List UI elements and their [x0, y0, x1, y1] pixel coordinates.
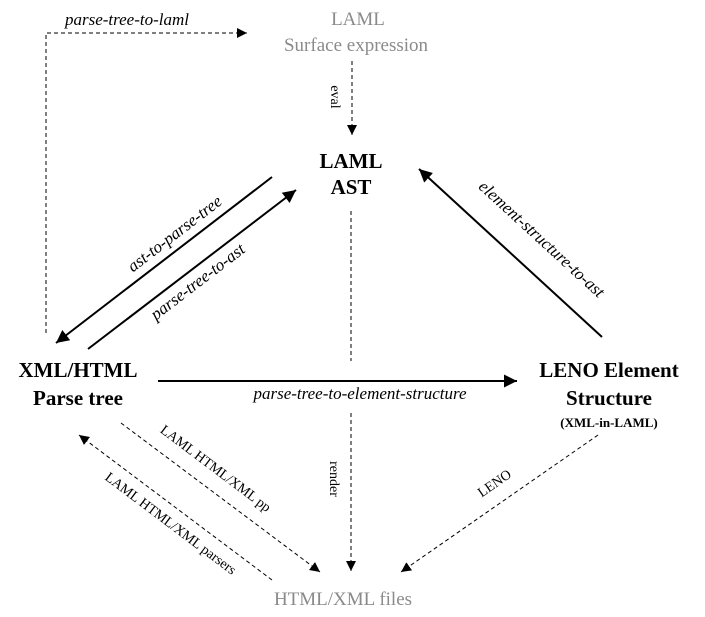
parse-tree-node-line1: XML/HTML [19, 358, 138, 382]
leno-node-line1: LENO Element [539, 358, 678, 382]
parse-tree-node-line2: Parse tree [33, 386, 123, 410]
label-parse-tree-to-laml: parse-tree-to-laml [64, 10, 189, 29]
laml-ast-node-line2: AST [331, 175, 372, 199]
laml-ast-node-line1: LAML [320, 149, 383, 173]
edge-laml-parsers [78, 434, 273, 581]
edge-leno [400, 434, 599, 573]
edge-ast-to-parse-tree [55, 176, 273, 344]
html-files-node: HTML/XML files [274, 589, 412, 610]
laml-surface-node-line1: LAML [331, 9, 385, 30]
edge-laml-pp [120, 422, 321, 573]
leno-node-line2: Structure [566, 386, 652, 410]
label-leno: LENO [475, 467, 514, 501]
laml-surface-node-line2: Surface expression [284, 35, 429, 56]
label-render: render [326, 461, 341, 497]
label-parse-tree-to-element-structure: parse-tree-to-element-structure [252, 384, 467, 403]
leno-node-sub: (XML-in-LAML) [560, 415, 658, 430]
edge-element-structure-to-ast [418, 168, 603, 338]
label-eval: eval [327, 85, 342, 108]
edge-parse-tree-to-laml [45, 28, 247, 333]
label-laml-pp: LAML HTML/XML pp [157, 423, 273, 516]
label-laml-parsers: LAML HTML/XML parsers [102, 470, 239, 578]
edge-parse-tree-to-ast [87, 189, 297, 350]
